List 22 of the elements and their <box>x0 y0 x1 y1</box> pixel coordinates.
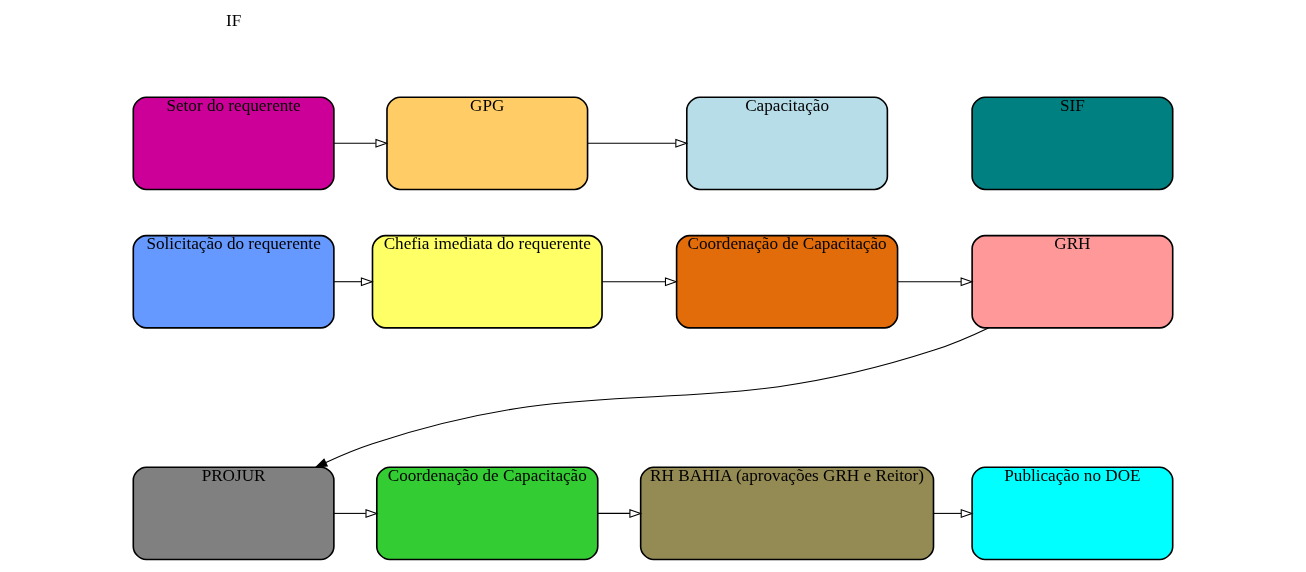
label: IF <box>225 11 242 31</box>
node-box: Publicação no DOE <box>971 466 1174 561</box>
arrow <box>597 508 643 518</box>
node-box: PROJUR <box>132 466 335 561</box>
arrow <box>897 277 974 287</box>
node-box: GPG <box>386 96 589 191</box>
node-box: Chefia imediata do requerente <box>371 234 603 329</box>
arrow <box>933 508 974 518</box>
arrow <box>587 138 689 148</box>
node-box: Setor do requerente <box>132 96 335 191</box>
node-box: Solicitação do requerente <box>132 234 335 329</box>
arrow <box>601 277 678 287</box>
node-box: GRH <box>971 234 1174 329</box>
arrow <box>314 327 989 468</box>
node-box: Coordenação de Capacitação <box>376 466 599 561</box>
node-box: Coordenação de Capacitação <box>675 234 899 329</box>
node-box: Capacitação <box>686 96 889 191</box>
arrow <box>333 277 374 287</box>
node-box: SIF <box>971 96 1174 191</box>
node-box: RH BAHIA (aprovações GRH e Reitor) <box>639 466 935 561</box>
arrow <box>333 508 379 518</box>
arrow <box>333 138 389 148</box>
